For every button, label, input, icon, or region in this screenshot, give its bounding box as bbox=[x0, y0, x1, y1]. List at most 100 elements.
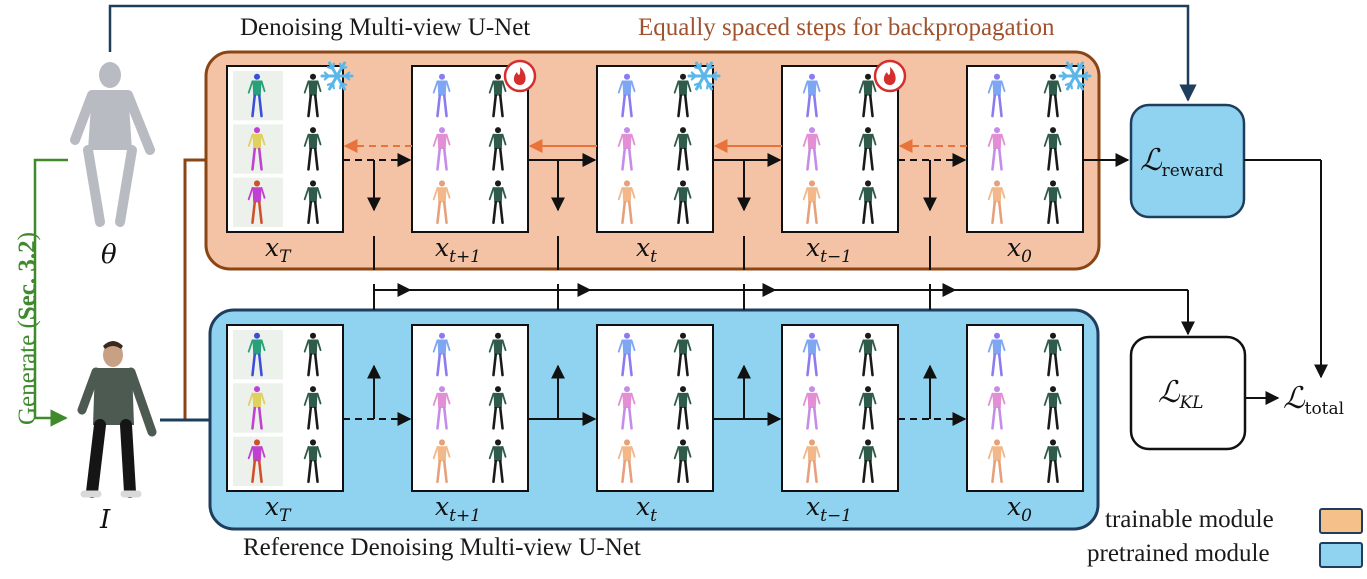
figure-arms bbox=[1043, 446, 1062, 460]
figure-torso bbox=[992, 187, 1002, 203]
figure-torso bbox=[493, 80, 503, 96]
figure-legs bbox=[307, 353, 319, 377]
figure-torso bbox=[992, 133, 1002, 149]
figure-arms bbox=[247, 339, 266, 353]
figure-arms bbox=[987, 80, 1006, 94]
figure-head bbox=[494, 127, 502, 134]
figure-torso bbox=[678, 339, 688, 355]
figure-head bbox=[253, 386, 261, 393]
figure-torso bbox=[437, 133, 447, 149]
figure-torso bbox=[252, 392, 262, 408]
figure-head bbox=[1049, 73, 1057, 80]
figure-torso bbox=[252, 133, 262, 149]
backprop-note: Equally spaced steps for backpropagation bbox=[638, 14, 1055, 41]
bottom-step-label: x0 bbox=[1007, 492, 1032, 526]
kl-loss-box bbox=[1129, 335, 1247, 451]
total-loss-label: ℒtotal bbox=[1283, 382, 1345, 419]
fire-flame bbox=[883, 67, 896, 85]
figure-legs bbox=[251, 406, 263, 430]
figure-torso bbox=[437, 392, 447, 408]
figure-arms bbox=[858, 339, 877, 353]
figure-torso bbox=[622, 392, 632, 408]
snowflake-branch bbox=[1082, 74, 1089, 81]
figure-arms bbox=[858, 187, 877, 201]
top-step-label: xt bbox=[636, 233, 657, 267]
top-step-label: xT bbox=[265, 233, 291, 267]
panel-frame bbox=[411, 324, 529, 492]
figure-legs bbox=[436, 460, 448, 484]
snowflake-branch bbox=[707, 66, 715, 70]
figure-legs bbox=[307, 406, 319, 430]
figure-head bbox=[808, 127, 816, 134]
image-panel bbox=[226, 324, 344, 492]
figure-legs bbox=[677, 94, 689, 118]
figure-legs bbox=[1047, 201, 1059, 225]
figure-head bbox=[309, 127, 317, 134]
figure-legs bbox=[862, 94, 874, 118]
legend-pretrained-label: pretrained module bbox=[1087, 540, 1270, 567]
figure-head bbox=[679, 127, 687, 134]
figure-legs bbox=[436, 147, 448, 171]
figure-torso bbox=[863, 392, 873, 408]
figure-arms bbox=[987, 187, 1006, 201]
figure-legs bbox=[991, 460, 1003, 484]
figure-torso bbox=[493, 446, 503, 462]
panel-frame bbox=[966, 65, 1084, 233]
figure-arms bbox=[617, 187, 636, 201]
panel-frame bbox=[781, 324, 899, 492]
image-symbol: I bbox=[100, 505, 111, 535]
figure-legs bbox=[307, 201, 319, 225]
snowflake-branch bbox=[1077, 82, 1081, 90]
figure-legs bbox=[251, 147, 263, 171]
figure-torso bbox=[863, 80, 873, 96]
figure-legs bbox=[621, 353, 633, 377]
figure-arms bbox=[858, 392, 877, 406]
figure-head bbox=[864, 127, 872, 134]
figure-head bbox=[438, 386, 446, 393]
fire-flame bbox=[513, 67, 526, 85]
human-mesh-icon bbox=[70, 62, 155, 227]
snowflake-branch bbox=[1061, 71, 1068, 78]
figure-head bbox=[494, 332, 502, 339]
figure-torso bbox=[437, 339, 447, 355]
legend-trainable-label: trainable module bbox=[1105, 506, 1274, 533]
figure-torso bbox=[437, 80, 447, 96]
bottom-step-label: xt+1 bbox=[435, 492, 482, 526]
figure-torso bbox=[622, 446, 632, 462]
figure-head bbox=[679, 180, 687, 187]
figure-arms bbox=[802, 133, 821, 147]
bottom-step-label: xt bbox=[636, 492, 657, 526]
figure-legs bbox=[991, 94, 1003, 118]
figure-arms bbox=[673, 80, 692, 94]
figure-torso bbox=[807, 446, 817, 462]
figure-arms bbox=[432, 80, 451, 94]
figure-head bbox=[494, 386, 502, 393]
figure-torso bbox=[493, 339, 503, 355]
figure-torso bbox=[807, 133, 817, 149]
figure-head bbox=[993, 127, 1001, 134]
figure-head bbox=[808, 73, 816, 80]
figure-torso bbox=[308, 80, 318, 96]
snowflake-icon bbox=[687, 61, 721, 91]
figure-arms bbox=[303, 80, 322, 94]
snowflake-branch bbox=[339, 82, 343, 90]
figure-legs bbox=[1047, 94, 1059, 118]
figure-arms bbox=[802, 187, 821, 201]
figure-head bbox=[993, 332, 1001, 339]
figure-legs bbox=[806, 460, 818, 484]
figure-arms bbox=[303, 392, 322, 406]
figure-head bbox=[993, 439, 1001, 446]
figure-head bbox=[494, 439, 502, 446]
figure-legs bbox=[991, 353, 1003, 377]
figure-head bbox=[864, 180, 872, 187]
figure-legs bbox=[621, 147, 633, 171]
figure-arms bbox=[247, 80, 266, 94]
figure-arms bbox=[617, 446, 636, 460]
figure-arms bbox=[987, 446, 1006, 460]
figure-head bbox=[864, 439, 872, 446]
figure-head bbox=[808, 180, 816, 187]
figure-legs bbox=[862, 406, 874, 430]
figure-legs bbox=[492, 406, 504, 430]
figure-legs bbox=[677, 353, 689, 377]
panel-frame bbox=[781, 65, 899, 233]
